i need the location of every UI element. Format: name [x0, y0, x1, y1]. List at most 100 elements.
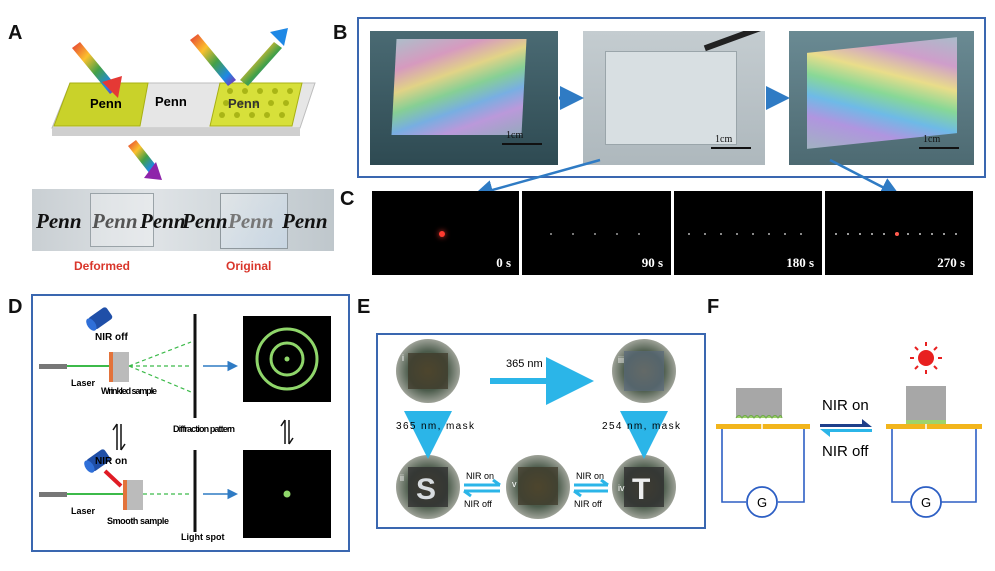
electrode-left: [716, 424, 810, 429]
wire-right-b: [941, 429, 977, 503]
photo-penn-1: Penn: [36, 209, 82, 233]
inner-ring: [269, 341, 305, 377]
scale-bar-1: [502, 143, 542, 145]
smooth-label: Smooth sample: [107, 516, 169, 526]
photo-penn-6: Penn: [282, 209, 328, 233]
sample-block-left: [736, 388, 782, 418]
diffracted-beam: [128, 341, 192, 367]
panel-b-frame: [357, 17, 986, 178]
scale-label-2: 1cm: [715, 134, 733, 145]
sample-v-square: [518, 467, 558, 505]
sample-ii-square: [408, 467, 448, 507]
diffraction-dots: [550, 233, 640, 235]
equilibrium-arrows-left: [463, 478, 501, 498]
diffraction-dots: [688, 233, 808, 235]
photo-penn-4: Penn: [182, 209, 228, 233]
roman-iii: iii: [618, 355, 624, 365]
panel-label-d: D: [8, 296, 23, 318]
smooth-layer: [906, 420, 946, 424]
roman-iv: iv: [618, 483, 625, 493]
time-label-270: 270 s: [937, 255, 965, 270]
scale-bar-3: [919, 147, 959, 149]
smooth-surface: [123, 480, 127, 510]
time-label-180: 180 s: [786, 255, 814, 270]
panel-c-frame-1: 0 s: [372, 191, 519, 275]
panel-d-frame: [31, 294, 350, 552]
wire-left-a: [721, 429, 746, 503]
wrinkled-surface: [109, 352, 113, 382]
mask-365-label: 365 nm, mask: [396, 421, 475, 432]
sample-iv-square: [624, 467, 664, 507]
arrow-to-c-first: [473, 158, 601, 200]
nir-off-label-2: NIR off: [574, 499, 602, 509]
panel-c-frame-4: 270 s: [825, 191, 973, 275]
nir-off-label: NIR off: [822, 443, 869, 460]
laser-source-bottom: [39, 492, 67, 497]
diffraction-dots: [835, 233, 963, 235]
diffracted-arrowhead: [270, 28, 288, 46]
smooth-sample: [127, 480, 143, 510]
laser-source-top: [39, 364, 67, 369]
panel-label-f: F: [707, 296, 720, 318]
galvanometer-right: [910, 486, 942, 518]
panel-a-diagram: Penn Penn Penn: [51, 28, 316, 180]
nir-switch-arrows: [820, 419, 872, 437]
incident-light-arrow-2: [190, 34, 236, 86]
penn-text-1: Penn: [90, 96, 122, 111]
laser-label-top: Laser: [71, 378, 96, 388]
scale-bar-2: [711, 147, 751, 149]
slide-edge: [52, 128, 300, 136]
time-label-90: 90 s: [641, 255, 663, 270]
center-dot: [284, 356, 290, 362]
electrode-right: [886, 424, 982, 429]
pattern-s: S: [416, 473, 436, 506]
wrinkled-layer: [735, 415, 783, 419]
wrinkled-sample: [113, 352, 129, 382]
deformed-label: Deformed: [74, 259, 131, 273]
pattern-t: T: [632, 473, 650, 506]
photo-penn-2: Penn: [92, 209, 138, 233]
original-sample: [220, 193, 288, 249]
nir-on-label: NIR on: [822, 397, 869, 414]
panel-label-e: E: [357, 296, 371, 318]
panel-b-photo-3: 1cm: [789, 31, 974, 165]
nir-on-label-2: NIR on: [576, 471, 604, 481]
sample-iii-square: [624, 351, 664, 391]
penn-text-3: Penn: [228, 96, 260, 111]
panel-label-c: C: [340, 188, 355, 210]
panel-a-photo: Penn Penn Penn Penn Penn Penn: [32, 189, 334, 251]
outer-ring: [255, 327, 319, 391]
wire-right-a: [891, 429, 911, 503]
wire-left-b: [778, 429, 805, 503]
reversible-arrows-left: [112, 423, 126, 451]
panel-label-a: A: [8, 22, 23, 44]
diffracted-beam: [128, 365, 192, 393]
deformed-sample: [90, 193, 154, 247]
time-label-0: 0 s: [496, 255, 511, 270]
uv-365-label: 365 nm: [506, 358, 543, 370]
penn-text-2: Penn: [155, 94, 187, 109]
roman-ii: ii: [400, 473, 404, 483]
light-spot-label: Light spot: [181, 532, 225, 542]
photo-penn-5: Penn: [228, 209, 274, 233]
center-spot: [895, 232, 899, 236]
panel-b-arrows: [473, 86, 901, 200]
g-label-right: G: [921, 495, 931, 510]
g-label-left: G: [757, 495, 767, 510]
wrinkled-label: Wrinkled sample: [101, 386, 157, 396]
nir-lamp-on: [84, 449, 111, 473]
nir-on-label: NIR on: [95, 456, 127, 467]
nir-on-label-1: NIR on: [466, 471, 494, 481]
nir-beam: [103, 469, 123, 488]
panel-e-diagram: S T i ii iii iv v 365 nm 365 nm, mask 25…: [396, 339, 681, 519]
galvanometer-left: [746, 486, 778, 518]
sample-block-right: [906, 386, 946, 420]
nir-sun-icon: [910, 342, 942, 374]
original-label: Original: [226, 259, 272, 273]
nir-off-label: NIR off: [95, 332, 128, 343]
mask-254-label: 254 nm, mask: [602, 421, 681, 432]
flat-film: [605, 51, 737, 145]
scale-label-1: 1cm: [506, 130, 524, 141]
panel-e-frame: [376, 333, 706, 529]
panel-b-photo-2: 1cm: [583, 31, 765, 165]
